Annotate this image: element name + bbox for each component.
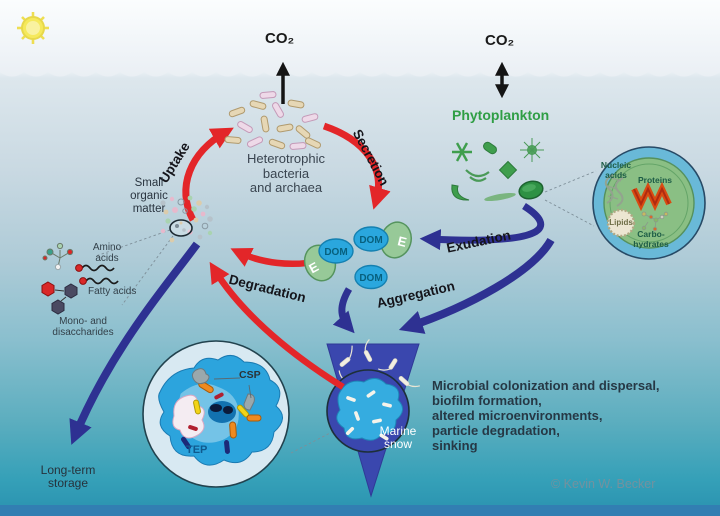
- annotation-line: biofilm formation,: [432, 393, 542, 408]
- dom-badge: DOM: [359, 235, 382, 246]
- lts-line: storage: [47, 476, 89, 491]
- heterotrophic-bacteria-label: Heterotrophic bacteria and archaea: [228, 151, 344, 196]
- annotation-line: sinking: [432, 438, 478, 453]
- phyto-diamond-icon: [498, 160, 518, 180]
- annotation-line: Microbial colonization and dispersal,: [432, 378, 660, 393]
- exudation-arrow: [419, 203, 545, 251]
- small-organic-matter-label: Small organic matter: [118, 177, 180, 216]
- amino-line: acids: [95, 253, 119, 265]
- marine-snow-funnel: [326, 339, 421, 498]
- enzyme-badge: E: [396, 233, 408, 250]
- particle-rods: [345, 390, 392, 441]
- uptake-arrow: [182, 127, 234, 222]
- particle-bacteria-rods: [180, 368, 262, 454]
- tep-csp-inset: [142, 340, 290, 488]
- som-line: Small: [134, 177, 164, 189]
- marine-snow-annotation: Microbial colonization and dispersal, bi…: [432, 378, 660, 453]
- mono-line: Mono- and: [59, 316, 107, 327]
- carbohydrate-icon: [641, 211, 669, 232]
- navy-arrows: [69, 203, 555, 445]
- bottom-border-strip: [0, 505, 720, 516]
- phytoplankton-shapes: [451, 138, 544, 202]
- lts-line: Long-term: [40, 463, 96, 477]
- tep-label: TEP: [186, 444, 208, 456]
- co2-label-left: CO₂: [265, 30, 295, 47]
- sun-icon: [17, 12, 49, 44]
- csp-label: CSP: [239, 369, 261, 381]
- cell-composition-inset: [592, 146, 706, 260]
- lipids-label: Lipids: [609, 218, 633, 227]
- dom-badge: DOM: [359, 273, 382, 284]
- long-term-storage-arrow: [69, 241, 201, 445]
- copyright-notice: © Kevin W. Becker: [551, 477, 656, 491]
- marine-snow-particle: [336, 378, 403, 441]
- carbo-line: hydrates: [633, 238, 669, 249]
- heterotrophic-line: and archaea: [249, 180, 323, 196]
- nucleic-acids-label: Nucleic acids: [594, 160, 638, 180]
- phyto-capsule-icon: [483, 141, 497, 155]
- mono-line: disaccharides: [52, 327, 114, 339]
- marine-snow-label: Marine snow: [372, 424, 424, 452]
- phyto-pennate-icon: [484, 192, 516, 202]
- ms-line: snow: [383, 437, 412, 452]
- diatom-star-icon: [452, 142, 472, 162]
- annotation-line: altered microenvironments,: [432, 408, 603, 423]
- amino-line: Amino: [92, 242, 122, 253]
- som-line: matter: [132, 202, 166, 215]
- sky: [0, 0, 720, 77]
- nucleic-line: acids: [605, 169, 627, 180]
- mono-disaccharides-label: Mono- and disaccharides: [44, 316, 122, 338]
- lipids-icon: [606, 208, 636, 238]
- annotation-line: particle degradation,: [432, 423, 560, 438]
- dna-helix-icon: [604, 174, 624, 207]
- csp-pointer-lines: [213, 377, 252, 399]
- saccharide-icon: [41, 281, 78, 315]
- secretion-arrow: [322, 122, 391, 210]
- carbo-line: Carbo-: [637, 229, 665, 239]
- som-line: organic: [130, 189, 168, 202]
- inset-connector-lines: [95, 170, 597, 454]
- fatty-acid-icon: [75, 264, 119, 285]
- flagellate-icon: [465, 169, 490, 182]
- amino-acid-icon: [42, 242, 74, 271]
- small-organic-matter-cluster: [160, 195, 213, 243]
- co2-label-right: CO₂: [485, 32, 515, 49]
- nucleic-line: Nucleic: [600, 160, 632, 170]
- protein-icon: [631, 181, 672, 212]
- aggregation-arrow-left: [332, 287, 355, 334]
- dom-badge: DOM: [324, 247, 347, 258]
- heterotrophic-line: bacteria: [262, 165, 310, 181]
- carbohydrates-label: Carbo- hydrates: [630, 229, 672, 249]
- phyto-crescent-icon: [451, 184, 470, 201]
- phytoplankton-label: Phytoplankton: [452, 107, 550, 123]
- ms-line: Marine: [379, 424, 417, 438]
- dom-cluster: DOM DOM DOM E E: [303, 221, 412, 290]
- heterotrophic-line: Heterotrophic: [246, 151, 326, 166]
- amino-acids-label: Amino acids: [84, 242, 130, 264]
- proteins-label: Proteins: [638, 175, 673, 185]
- fatty-acids-label: Fatty acids: [88, 286, 137, 297]
- degradation-arrow-long: [209, 261, 345, 390]
- radiolarian-icon: [520, 138, 544, 162]
- bacteria-cluster: [224, 91, 322, 150]
- aggregation-arrow-right: [398, 237, 555, 334]
- long-term-storage-label: Long-term storage: [28, 463, 108, 491]
